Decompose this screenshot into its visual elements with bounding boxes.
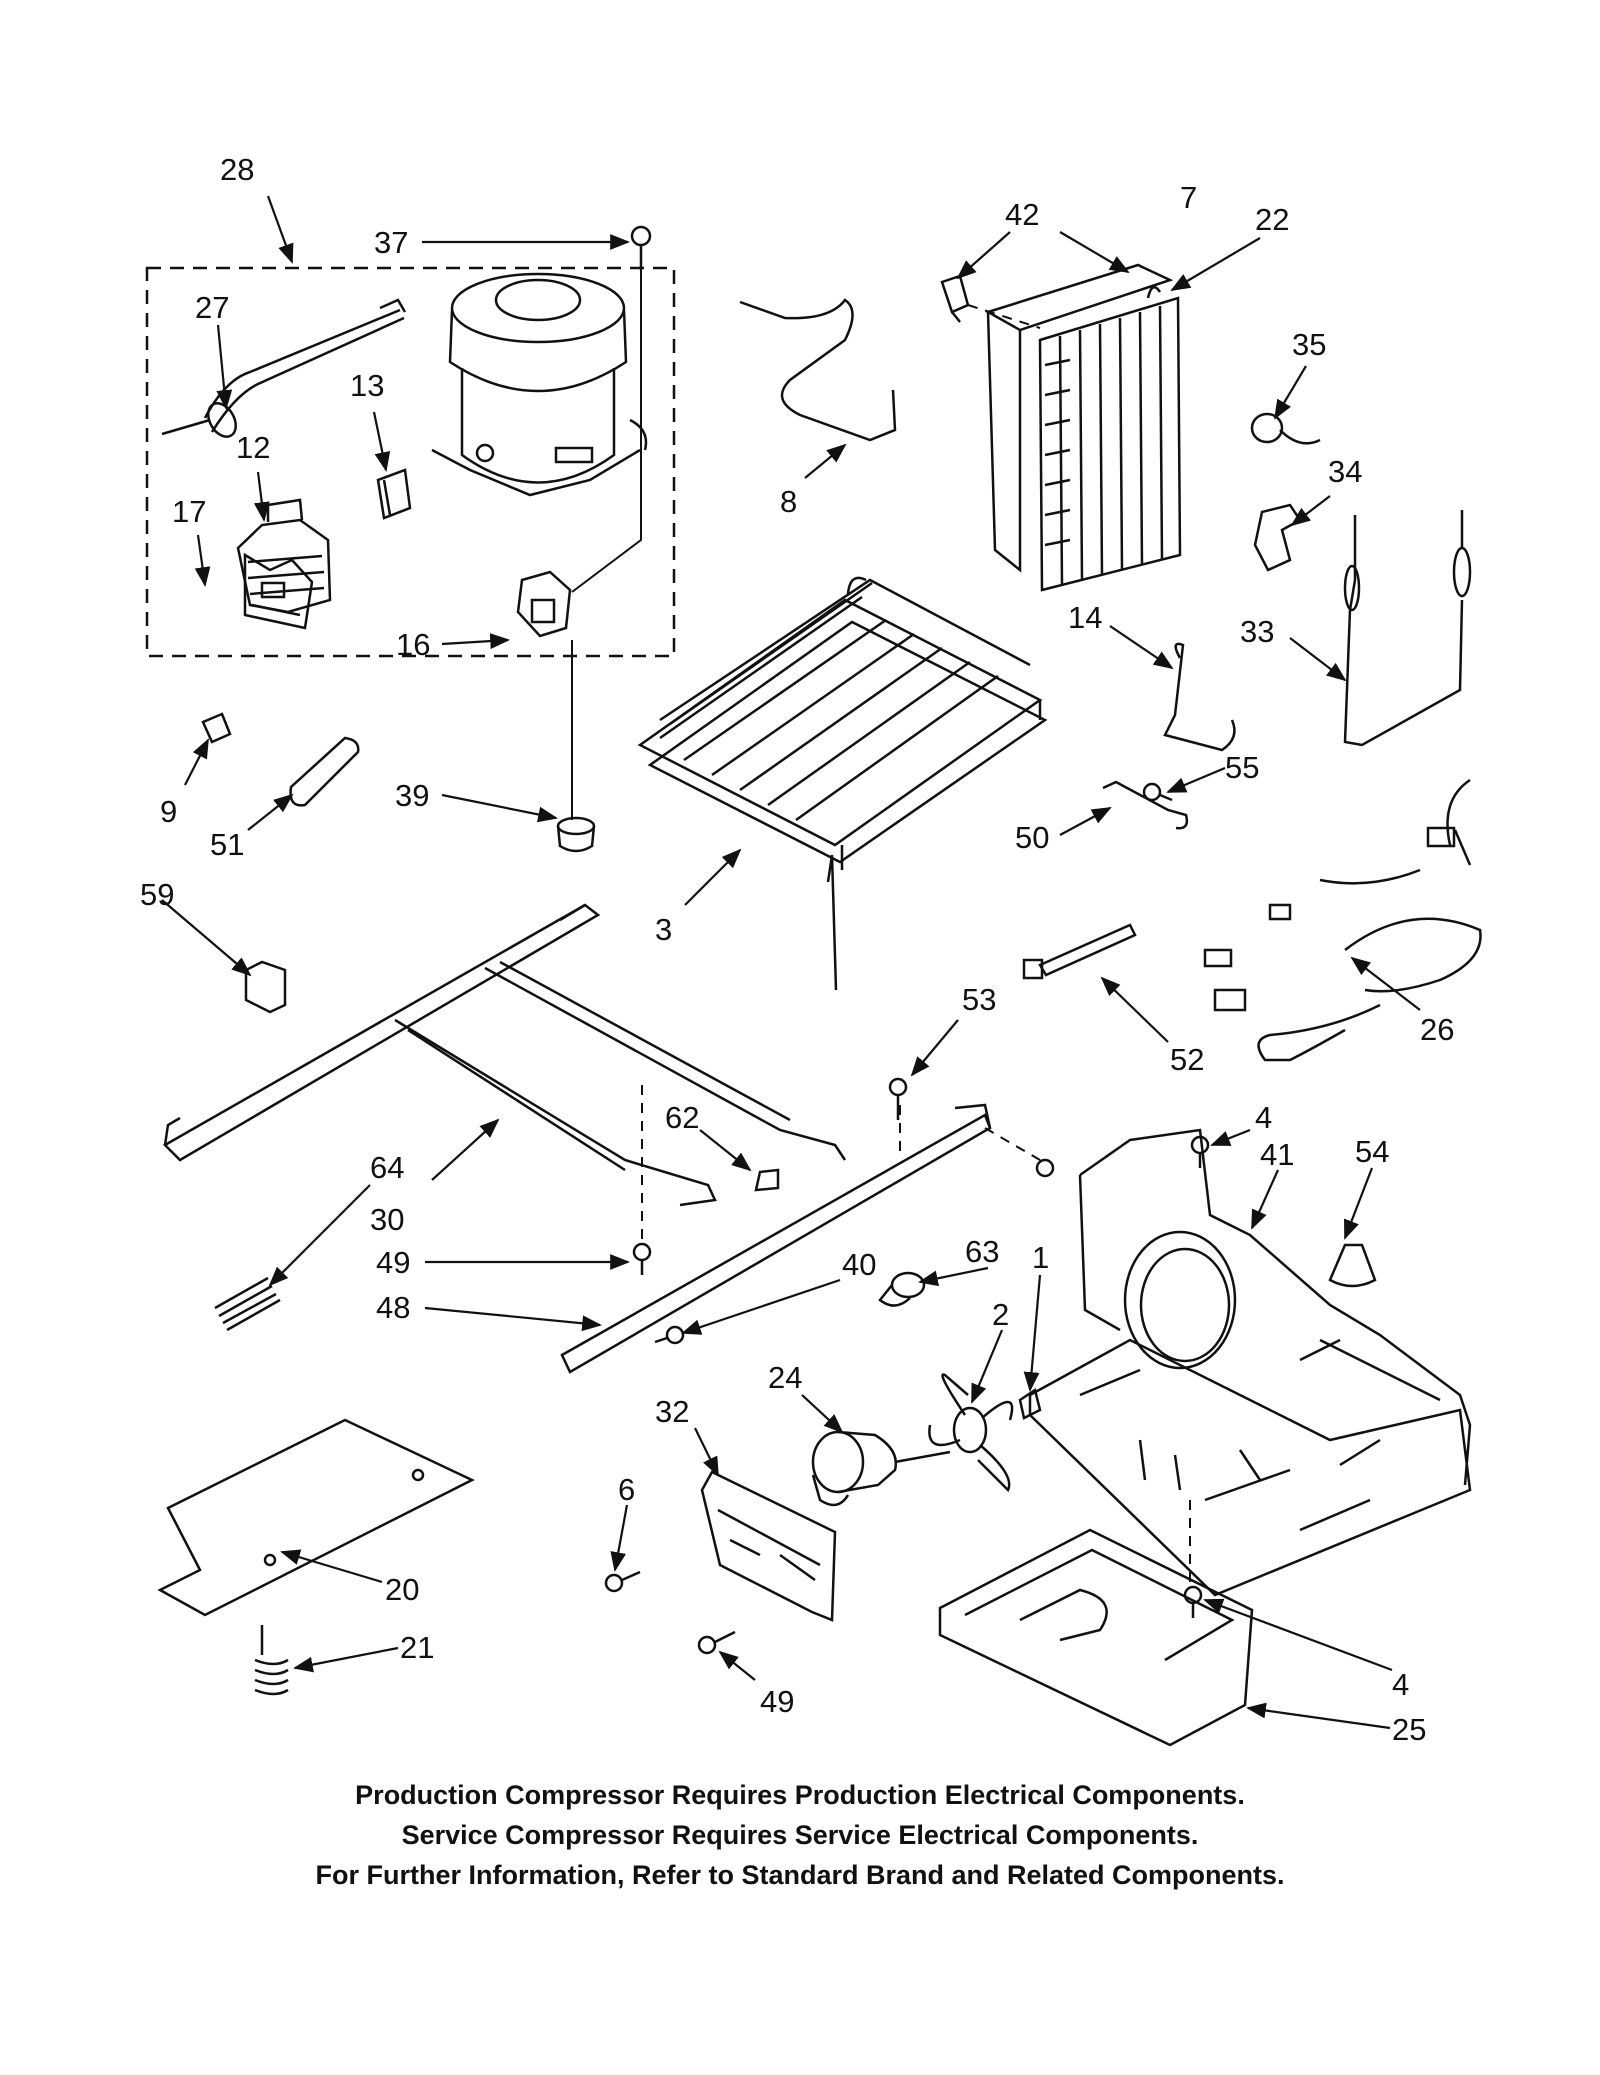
grommet-part xyxy=(556,816,596,853)
callout-label: 1 xyxy=(1032,1240,1049,1275)
callout-label: 42 xyxy=(1005,197,1039,232)
wire-nut-part xyxy=(1328,1243,1377,1288)
fan-shroud-base-part xyxy=(1028,1128,1472,1597)
callout-label: 21 xyxy=(400,1630,434,1665)
compressor-part xyxy=(431,272,648,497)
callout-label: 26 xyxy=(1420,1012,1454,1047)
callout-label: 54 xyxy=(1355,1134,1389,1169)
callout-label: 40 xyxy=(842,1247,876,1282)
callout-label: 3 xyxy=(655,912,672,947)
callout-label: 39 xyxy=(395,778,429,813)
note-production-compressor: Production Compressor Requires Productio… xyxy=(355,1780,1245,1810)
compressor-assembly-group-box xyxy=(145,266,676,658)
callout-label: 12 xyxy=(236,430,270,465)
nut-fitting-part xyxy=(878,1271,926,1307)
relay-cover-part xyxy=(516,570,572,638)
callout-label: 33 xyxy=(1240,614,1274,649)
callout-label: 28 xyxy=(220,152,254,187)
small-clip-part xyxy=(754,1168,780,1192)
cover-plate-part xyxy=(157,1418,475,1617)
dashed-assembly-line xyxy=(641,1085,1191,1590)
callout-label: 50 xyxy=(1015,820,1049,855)
callout-label: 49 xyxy=(376,1245,410,1280)
condenser-clip-part xyxy=(940,274,970,323)
callout-label: 20 xyxy=(385,1572,419,1607)
callout-label: 25 xyxy=(1392,1712,1426,1747)
callout-label: 6 xyxy=(618,1472,635,1507)
bracket-clip-part xyxy=(376,468,412,520)
note-service-compressor: Service Compressor Requires Service Elec… xyxy=(401,1820,1199,1850)
callout-label: 2 xyxy=(992,1297,1009,1332)
callout-label: 24 xyxy=(768,1360,802,1395)
callout-label: 17 xyxy=(172,494,206,529)
callout-label: 9 xyxy=(160,794,177,829)
discharge-tube-part xyxy=(739,298,897,442)
drain-pan-part xyxy=(938,1528,1254,1747)
callout-label: 13 xyxy=(350,368,384,403)
callout-label: 30 xyxy=(370,1202,404,1237)
callout-label: 37 xyxy=(374,225,408,260)
spring-part xyxy=(214,1276,281,1332)
callout-label: 48 xyxy=(376,1290,410,1325)
fan-motor-part xyxy=(811,1430,951,1507)
callout-label: 34 xyxy=(1328,454,1362,489)
callout-label: 7 xyxy=(1180,180,1197,215)
front-rail-part xyxy=(560,1103,992,1374)
wire-harness-part xyxy=(1203,778,1482,1062)
clip-holder-part xyxy=(244,960,287,1014)
callout-label: 55 xyxy=(1225,750,1259,785)
screw-set-part xyxy=(604,1077,1210,1655)
callout-label: 35 xyxy=(1292,327,1326,362)
callout-label: 51 xyxy=(210,827,244,862)
screw-part xyxy=(630,225,652,270)
leader-arrows xyxy=(161,195,1421,1730)
callout-label: 16 xyxy=(396,627,430,662)
callout-label: 14 xyxy=(1068,600,1102,635)
capillary-heat-exchanger-part xyxy=(161,298,407,438)
callout-label: 64 xyxy=(370,1150,404,1185)
tube-part xyxy=(1163,642,1236,752)
callout-label: 63 xyxy=(965,1234,999,1269)
base-rail-frame-part xyxy=(162,903,847,1207)
evaporator-part xyxy=(637,576,1048,991)
clip-part xyxy=(1253,503,1302,572)
callout-label: 53 xyxy=(962,982,996,1017)
fan-bracket-part xyxy=(1018,1387,1042,1420)
callout-label: 8 xyxy=(780,484,797,519)
thermostat-part xyxy=(1250,412,1321,445)
callout-label: 59 xyxy=(140,877,174,912)
callout-label: 22 xyxy=(1255,202,1289,237)
cable-tie-part xyxy=(1022,923,1137,980)
condenser-hidden-line xyxy=(967,304,1041,329)
diagram-notes: Production Compressor Requires Productio… xyxy=(0,1775,1600,1895)
callout-label: 4 xyxy=(1255,1100,1272,1135)
sleeve-part xyxy=(289,736,360,807)
callout-label: 49 xyxy=(760,1684,794,1719)
assembly-drop-line xyxy=(571,270,642,820)
tube-fitting-part xyxy=(201,712,232,744)
callout-label: 52 xyxy=(1170,1042,1204,1077)
drier-tube-part xyxy=(1343,510,1472,747)
callout-label: 4 xyxy=(1392,1667,1409,1702)
callout-label: 62 xyxy=(665,1100,699,1135)
callout-label: 32 xyxy=(655,1394,689,1429)
fan-blade-part xyxy=(928,1373,1014,1493)
note-further-information: For Further Information, Refer to Standa… xyxy=(315,1860,1285,1890)
callout-label: 41 xyxy=(1260,1137,1294,1172)
motor-bracket-part xyxy=(700,1470,837,1622)
callout-labels: 28 37 27 13 12 17 16 42 7 22 35 8 34 14 … xyxy=(140,152,1454,1747)
condenser-part xyxy=(984,263,1182,592)
leveler-part xyxy=(254,1625,289,1696)
mounting-bracket-part xyxy=(1102,780,1189,830)
callout-label: 27 xyxy=(195,290,229,325)
